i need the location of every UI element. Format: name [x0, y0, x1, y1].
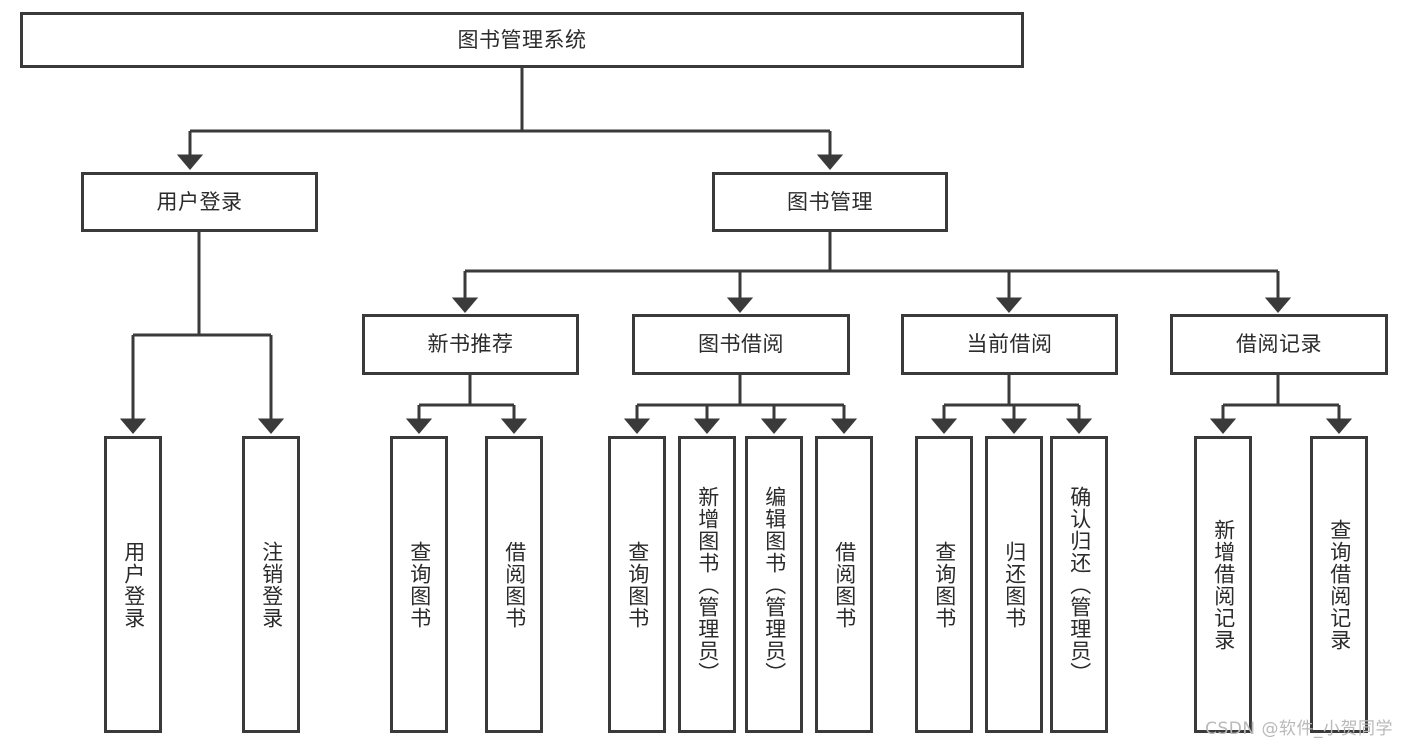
leaf-confirm-return-admin[interactable]: 确认归还（管理员） [1050, 436, 1108, 733]
leaf-confirm-return-admin-label: 确认归还（管理员） [1067, 485, 1092, 684]
leaf-return-book[interactable]: 归还图书 [985, 436, 1043, 733]
leaf-user-login-label: 用户登录 [121, 540, 146, 629]
node-new-book-recommend-label: 新书推荐 [427, 332, 514, 357]
leaf-add-borrow-record-label: 新增借阅记录 [1211, 518, 1236, 651]
node-book-borrow-label: 图书借阅 [698, 332, 784, 357]
node-current-borrow[interactable]: 当前借阅 [901, 314, 1118, 375]
node-current-borrow-label: 当前借阅 [966, 332, 1053, 357]
leaf-edit-book-admin-label: 编辑图书（管理员） [762, 485, 787, 684]
node-borrow-records[interactable]: 借阅记录 [1170, 314, 1388, 375]
leaf-edit-book-admin[interactable]: 编辑图书（管理员） [745, 436, 803, 733]
leaf-borrow-book-recommend[interactable]: 借阅图书 [485, 436, 543, 733]
leaf-add-borrow-record[interactable]: 新增借阅记录 [1194, 436, 1252, 733]
node-book-borrow[interactable]: 图书借阅 [632, 314, 850, 375]
node-book-management[interactable]: 图书管理 [712, 172, 948, 232]
leaf-query-book-borrow[interactable]: 查询图书 [608, 436, 666, 733]
leaf-logout[interactable]: 注销登录 [242, 436, 300, 733]
node-root[interactable]: 图书管理系统 [20, 12, 1024, 68]
node-new-book-recommend[interactable]: 新书推荐 [362, 314, 579, 375]
leaf-return-book-label: 归还图书 [1002, 540, 1027, 629]
leaf-query-book-recommend[interactable]: 查询图书 [390, 436, 448, 733]
node-borrow-records-label: 借阅记录 [1236, 332, 1322, 357]
leaf-borrow-book-recommend-label: 借阅图书 [502, 540, 527, 629]
leaf-query-book-borrow-label: 查询图书 [625, 540, 650, 629]
leaf-query-borrow-record-label: 查询借阅记录 [1327, 518, 1352, 651]
watermark: CSDN @软件_小贺同学 [1205, 719, 1393, 739]
leaf-user-login[interactable]: 用户登录 [104, 436, 162, 733]
leaf-add-book-admin-label: 新增图书（管理员） [695, 485, 720, 684]
leaf-add-book-admin[interactable]: 新增图书（管理员） [678, 436, 736, 733]
leaf-logout-label: 注销登录 [259, 540, 284, 629]
node-user-login[interactable]: 用户登录 [81, 172, 318, 232]
leaf-query-book-current[interactable]: 查询图书 [915, 436, 973, 733]
node-user-login-label: 用户登录 [156, 189, 243, 214]
leaf-borrow-book-label: 借阅图书 [832, 540, 857, 629]
node-root-label: 图书管理系统 [457, 27, 587, 52]
leaf-query-book-recommend-label: 查询图书 [407, 540, 432, 629]
leaf-query-borrow-record[interactable]: 查询借阅记录 [1310, 436, 1368, 733]
node-book-management-label: 图书管理 [787, 189, 873, 214]
leaf-query-book-current-label: 查询图书 [932, 540, 957, 629]
leaf-borrow-book[interactable]: 借阅图书 [815, 436, 873, 733]
